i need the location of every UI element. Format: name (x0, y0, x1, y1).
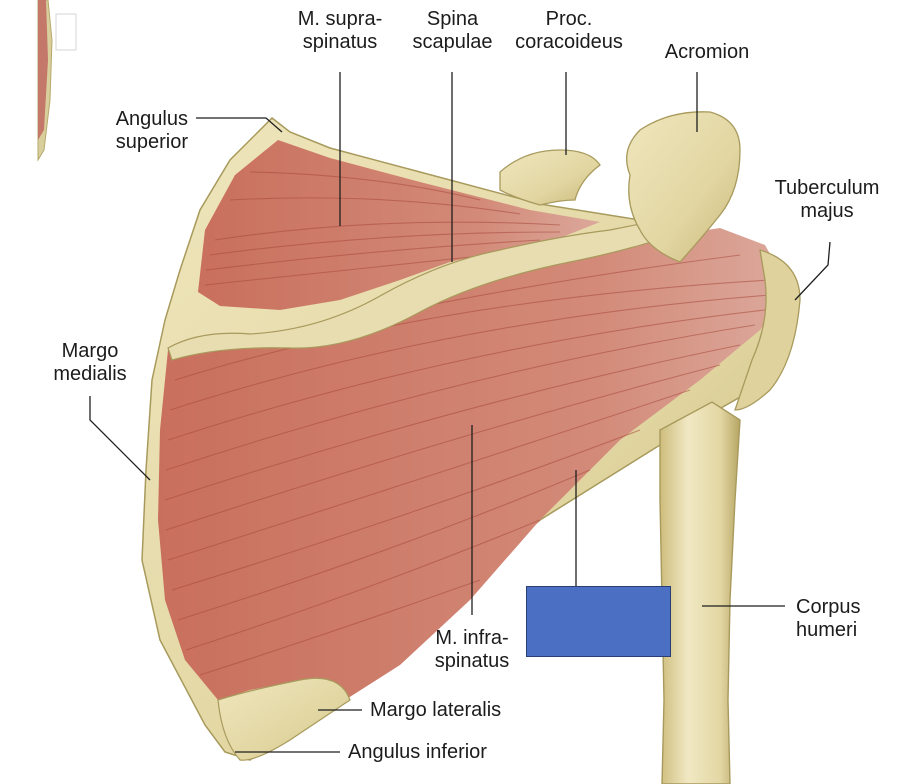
label-margo-lateralis: Margo lateralis (370, 699, 502, 721)
leader-angulus-superior (196, 117, 283, 133)
leader-lines (89, 72, 831, 753)
leader-margo-medialis (89, 396, 151, 481)
supraspinatus-muscle (198, 140, 600, 310)
label-angulus-inferior: Angulus inferior (348, 741, 487, 763)
label-supraspinatus: M. supra-spinatus (297, 8, 383, 53)
humerus-shaft (659, 401, 741, 784)
angulus-inferior-bone (217, 677, 351, 761)
hidden-label-box (526, 586, 671, 657)
label-infraspinatus: M. infra-spinatus (434, 627, 510, 672)
neighbor-figure-edge (37, 0, 77, 162)
acromion-process (626, 111, 741, 263)
humeral-head (734, 249, 801, 411)
label-proc-coracoideus: Proc.coracoideus (515, 8, 623, 53)
muscle-fibers (164, 171, 771, 676)
coracoid-process (499, 149, 601, 206)
label-acromion: Acromion (664, 41, 750, 63)
leader-tuberculum (794, 241, 831, 301)
